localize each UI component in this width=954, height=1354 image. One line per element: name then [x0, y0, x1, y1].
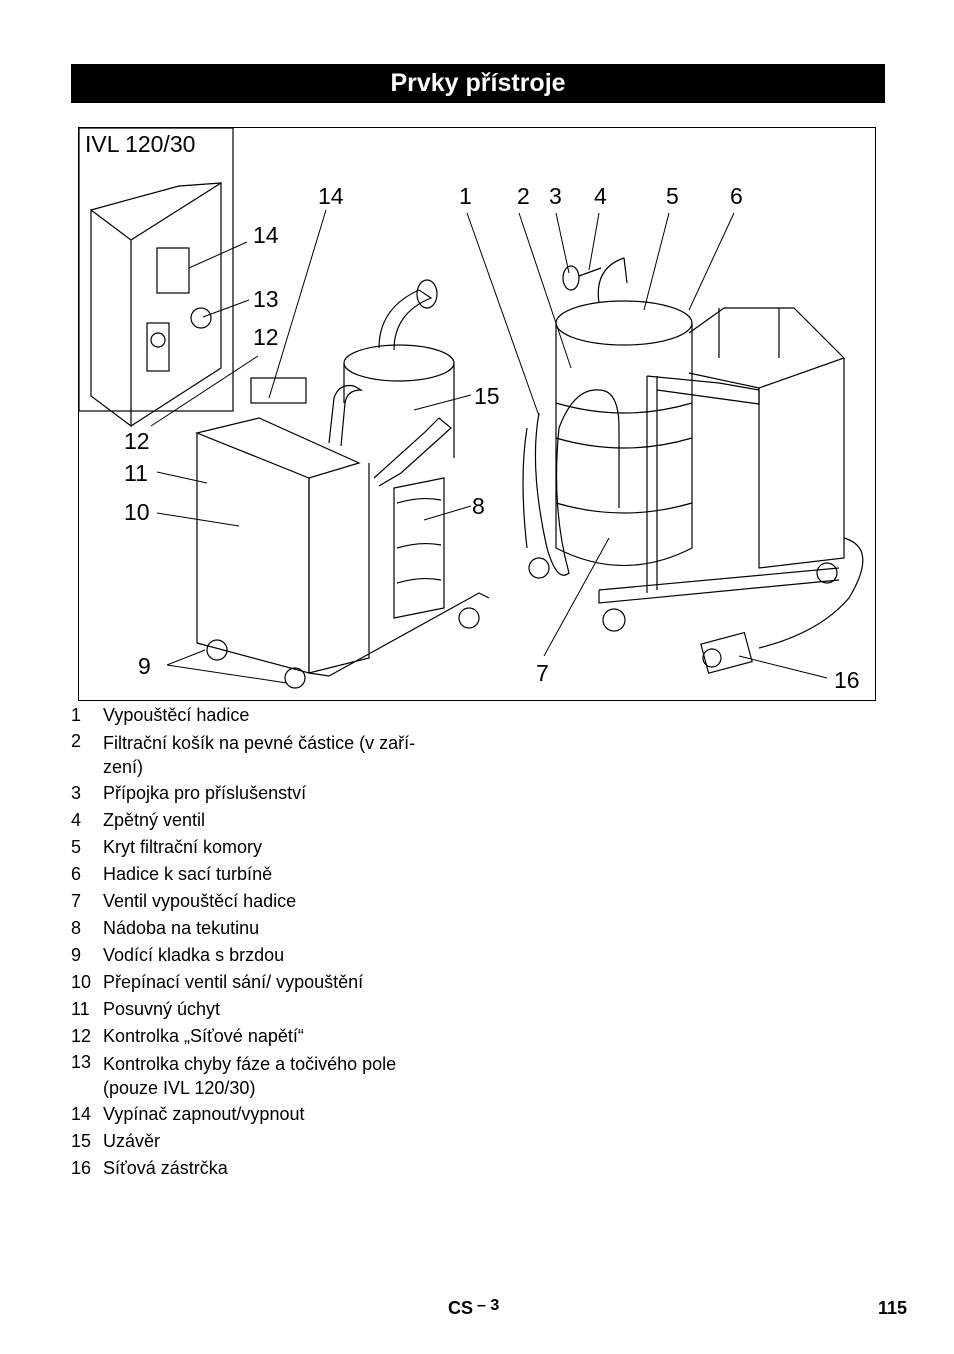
- callout-4: 4: [594, 183, 607, 209]
- callout-3: 3: [549, 183, 562, 209]
- callout-1: 1: [459, 183, 472, 209]
- footer-lang: CS: [448, 1298, 474, 1318]
- left-cabinet-top: [195, 417, 361, 479]
- callout-11: 11: [124, 460, 148, 486]
- right-drum-lid: [555, 300, 693, 346]
- callout-14-top: 14: [318, 183, 344, 209]
- device-illustration: IVL 120/30 14 1 2 3 4 5 6 14 13 12 12 11…: [79, 128, 864, 693]
- cabinet-side: [90, 208, 132, 428]
- callout-9: 9: [138, 653, 151, 679]
- callout-13: 13: [253, 286, 279, 312]
- callout-16: 16: [834, 667, 860, 693]
- legend-item-text: Filtrační košík na pevné částice (v zaří…: [103, 733, 416, 777]
- footer-section: CS– 3: [448, 1297, 500, 1319]
- callout-12-inset: 12: [253, 324, 279, 350]
- page-title: Prvky přístroje: [71, 64, 885, 103]
- footer-section-number: – 3: [477, 1297, 500, 1314]
- inset-model-label: IVL 120/30: [85, 131, 195, 157]
- callout-5: 5: [666, 183, 679, 209]
- callout-12: 12: [124, 428, 150, 454]
- page-number: 115: [878, 1298, 908, 1318]
- inset-frame: [79, 128, 234, 412]
- callout-7: 7: [536, 660, 549, 686]
- callout-14-inset: 14: [253, 222, 279, 248]
- callout-15: 15: [474, 383, 500, 409]
- callout-10: 10: [124, 499, 150, 525]
- callout-2: 2: [517, 183, 530, 209]
- callout-8: 8: [472, 493, 485, 519]
- device-diagram: IVL 120/30 14 1 2 3 4 5 6 14 13 12 12 11…: [78, 127, 876, 701]
- callout-6: 6: [730, 183, 743, 209]
